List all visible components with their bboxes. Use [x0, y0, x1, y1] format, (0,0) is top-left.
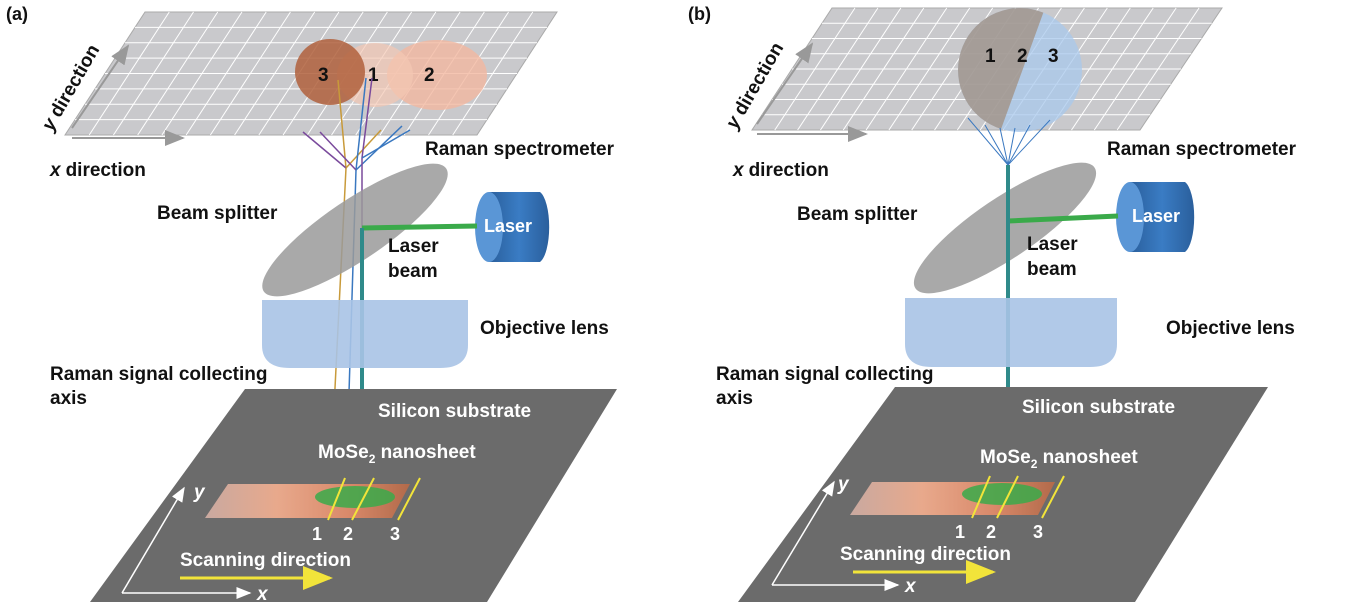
scan-position-labels: 1 2 3 — [312, 524, 400, 544]
spot-label-2: 2 — [424, 65, 435, 86]
svg-text:3: 3 — [1033, 522, 1043, 542]
scan-position-lines — [327, 477, 421, 521]
objective-lens-label: Objective lens — [1166, 318, 1295, 339]
scanning-direction-label: Scanning direction — [840, 544, 1011, 565]
silicon-substrate-label: Silicon substrate — [378, 401, 531, 422]
spot-label-3: 3 — [1048, 46, 1059, 67]
objective-lens-label: Objective lens — [480, 318, 609, 339]
laser-label: Laser — [1132, 206, 1180, 226]
spot-label-2: 2 — [1017, 46, 1028, 67]
laser-beam-horizontal — [1007, 213, 1119, 224]
signal-rays — [967, 117, 1051, 166]
laser-beam-label-2: beam — [388, 261, 438, 282]
svg-text:2: 2 — [986, 522, 996, 542]
collect-axis-label-1: Raman signal collecting — [716, 364, 934, 385]
raman-spectrometer-label: Raman spectrometer — [1107, 139, 1297, 160]
svg-text:3: 3 — [390, 524, 400, 544]
laser-source: Laser — [475, 192, 550, 262]
substrate-x-label: x — [256, 584, 269, 603]
collect-axis-label-1: Raman signal collecting — [50, 364, 268, 385]
beam-splitter — [913, 162, 1097, 294]
objective-lens — [905, 298, 1117, 367]
beam-splitter — [262, 163, 448, 297]
collect-axis-label-2: axis — [50, 388, 87, 409]
laser-beam-label-1: Laser — [388, 236, 439, 257]
laser-spot — [315, 486, 395, 508]
beam-splitter-label: Beam splitter — [157, 203, 278, 224]
laser-beam-label-1: Laser — [1027, 234, 1078, 255]
spot-label-1: 1 — [368, 65, 379, 86]
scan-position-labels: 1 2 3 — [955, 522, 1043, 542]
svg-text:2: 2 — [343, 524, 353, 544]
mose2-label: MoSe2 nanosheet — [980, 447, 1138, 471]
mose2-label: MoSe2 nanosheet — [318, 442, 476, 466]
raman-spots: 3 1 2 — [295, 39, 487, 110]
panel-tag: (a) — [6, 4, 28, 24]
y-direction-arrow — [756, 42, 814, 125]
laser-spot — [962, 483, 1042, 505]
svg-text:1: 1 — [955, 522, 965, 542]
substrate-x-label: x — [904, 576, 917, 597]
substrate-y-label: y — [193, 482, 206, 503]
y-direction-arrow — [71, 44, 130, 129]
silicon-substrate-label: Silicon substrate — [1022, 397, 1175, 418]
laser-beam-horizontal — [361, 223, 478, 231]
spot-label-3: 3 — [318, 65, 329, 86]
raman-spectrometer-label: Raman spectrometer — [425, 139, 615, 160]
collect-axis-label-2: axis — [716, 388, 753, 409]
laser-source: Laser — [1116, 182, 1195, 252]
substrate-y-axis — [121, 486, 185, 594]
scan-position-lines — [971, 475, 1065, 519]
laser-beam-label-2: beam — [1027, 259, 1077, 280]
panel-tag: (b) — [688, 4, 711, 24]
substrate-y-label: y — [837, 474, 850, 495]
spot-label-1: 1 — [985, 46, 996, 67]
raman-spots: 1 2 3 — [958, 8, 1082, 132]
signal-rays — [302, 77, 411, 489]
beam-splitter-label: Beam splitter — [797, 204, 918, 225]
laser-label: Laser — [484, 216, 532, 236]
svg-text:1: 1 — [312, 524, 322, 544]
substrate-y-axis — [771, 480, 835, 586]
scanning-direction-label: Scanning direction — [180, 550, 351, 571]
objective-lens — [262, 300, 468, 368]
